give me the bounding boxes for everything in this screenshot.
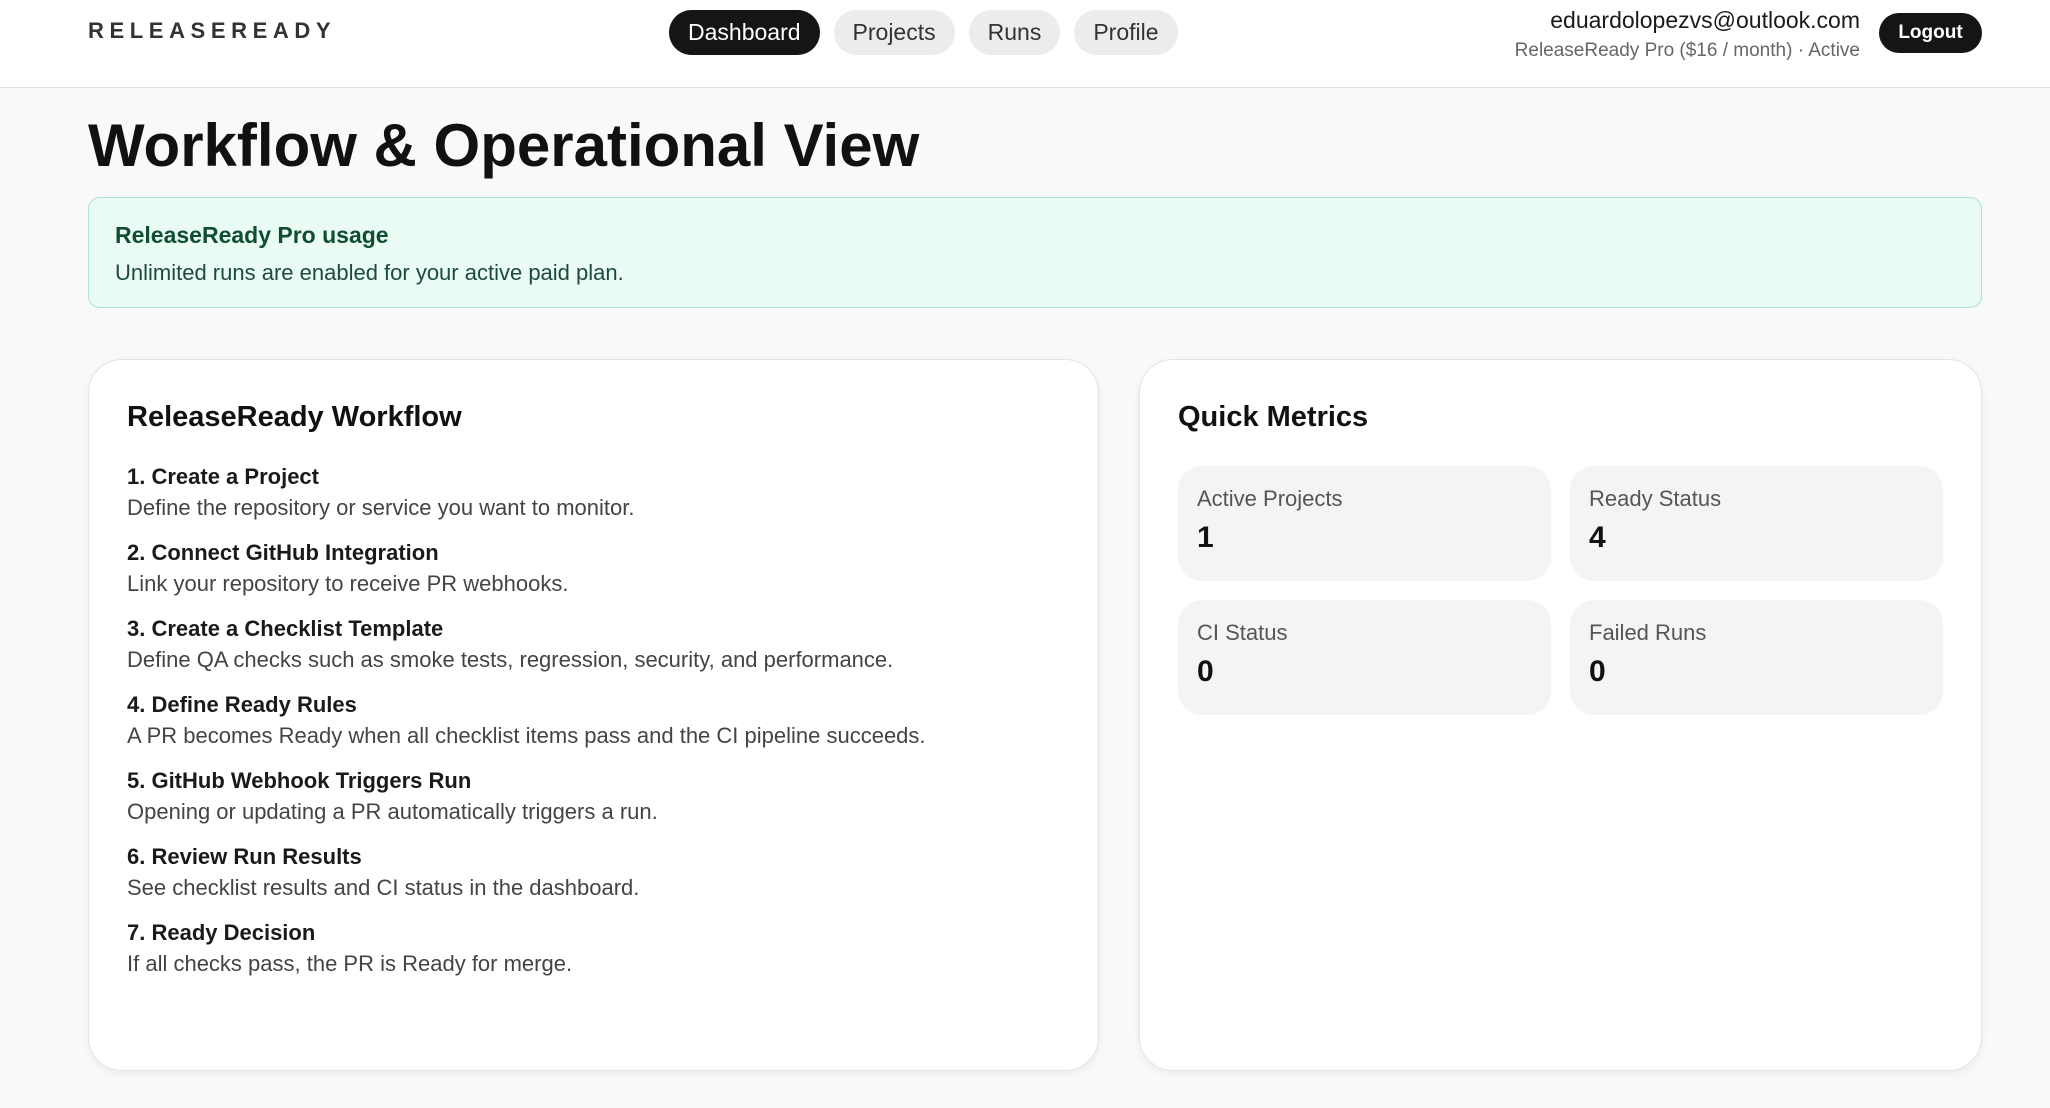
top-bar: RELEASEREADY Dashboard Projects Runs Pro… xyxy=(0,0,2050,88)
metric-label: Ready Status xyxy=(1589,486,1722,511)
workflow-step-description: Define QA checks such as smoke tests, re… xyxy=(127,647,894,672)
metric-value: 0 xyxy=(1197,655,1214,688)
workflow-step-title: 7. Ready Decision xyxy=(127,920,316,945)
nav-tab-runs[interactable]: Runs xyxy=(968,10,1061,55)
workflow-step-title: 2. Connect GitHub Integration xyxy=(127,540,439,565)
workflow-step: 4. Define Ready Rules A PR becomes Ready… xyxy=(127,692,1060,749)
account-plan-status: ReleaseReady Pro ($16 / month) · Active xyxy=(1514,40,1860,61)
workflow-step-description: See checklist results and CI status in t… xyxy=(127,875,640,900)
quick-metrics-card: Quick Metrics Active Projects 1 Ready St… xyxy=(1139,359,1982,1071)
metrics-grid: Active Projects 1 Ready Status 4 CI Stat… xyxy=(1178,466,1943,715)
workflow-step-description: Opening or updating a PR automatically t… xyxy=(127,799,658,824)
workflow-card-title: ReleaseReady Workflow xyxy=(127,401,462,433)
metric-failed-runs: Failed Runs 0 xyxy=(1570,600,1943,715)
workflow-step: 2. Connect GitHub Integration Link your … xyxy=(127,540,1060,597)
workflow-step-title: 4. Define Ready Rules xyxy=(127,692,357,717)
workflow-step-title: 3. Create a Checklist Template xyxy=(127,616,444,641)
workflow-step: 5. GitHub Webhook Triggers Run Opening o… xyxy=(127,768,1060,825)
metric-ci-status: CI Status 0 xyxy=(1178,600,1551,715)
nav-tab-dashboard[interactable]: Dashboard xyxy=(669,10,820,55)
metric-value: 1 xyxy=(1197,521,1214,554)
workflow-step-description: Link your repository to receive PR webho… xyxy=(127,571,569,596)
workflow-step-title: 6. Review Run Results xyxy=(127,844,362,869)
metric-value: 0 xyxy=(1589,655,1606,688)
metric-label: Active Projects xyxy=(1197,486,1343,511)
nav-tab-projects[interactable]: Projects xyxy=(833,10,955,55)
metric-label: CI Status xyxy=(1197,620,1288,645)
page-title: Workflow & Operational View xyxy=(88,112,920,179)
workflow-step: 7. Ready Decision If all checks pass, th… xyxy=(127,920,1060,977)
workflow-step-description: Define the repository or service you wan… xyxy=(127,495,635,520)
metric-ready-status: Ready Status 4 xyxy=(1570,466,1943,581)
nav-tab-profile[interactable]: Profile xyxy=(1074,10,1178,55)
metric-label: Failed Runs xyxy=(1589,620,1707,645)
usage-banner: ReleaseReady Pro usage Unlimited runs ar… xyxy=(88,197,1982,308)
workflow-step: 3. Create a Checklist Template Define QA… xyxy=(127,616,1060,673)
usage-banner-title: ReleaseReady Pro usage xyxy=(115,222,389,248)
workflow-step: 6. Review Run Results See checklist resu… xyxy=(127,844,1060,901)
usage-banner-text: Unlimited runs are enabled for your acti… xyxy=(115,260,624,285)
workflow-step-description: If all checks pass, the PR is Ready for … xyxy=(127,951,573,976)
account-info: eduardolopezvs@outlook.com ReleaseReady … xyxy=(1515,7,1860,62)
workflow-step-title: 5. GitHub Webhook Triggers Run xyxy=(127,768,472,793)
logout-button[interactable]: Logout xyxy=(1879,13,1982,53)
metric-active-projects: Active Projects 1 xyxy=(1178,466,1551,581)
brand-logo[interactable]: RELEASEREADY xyxy=(88,18,337,43)
quick-metrics-title: Quick Metrics xyxy=(1178,401,1369,433)
workflow-card: ReleaseReady Workflow 1. Create a Projec… xyxy=(88,359,1099,1071)
workflow-step-description: A PR becomes Ready when all checklist it… xyxy=(127,723,926,748)
account-email: eduardolopezvs@outlook.com xyxy=(1550,7,1860,33)
workflow-step: 1. Create a Project Define the repositor… xyxy=(127,464,1060,521)
workflow-step-title: 1. Create a Project xyxy=(127,464,319,489)
main-nav: Dashboard Projects Runs Profile xyxy=(669,10,1178,55)
metric-value: 4 xyxy=(1589,521,1606,554)
workflow-steps: 1. Create a Project Define the repositor… xyxy=(127,464,1060,977)
